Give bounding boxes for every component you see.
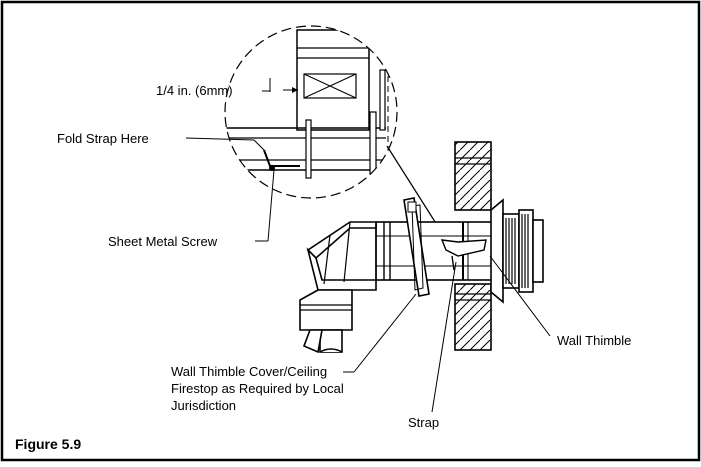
sheet-metal-screw-label: Sheet Metal Screw — [108, 234, 218, 249]
detail-view — [224, 25, 398, 199]
wall-thimble-cover-label-line1: Wall Thimble Cover/Ceiling — [171, 364, 327, 379]
detail-circle — [224, 25, 398, 199]
figure-label: Figure 5.9 — [15, 436, 81, 452]
fold-strap-label: Fold Strap Here — [57, 131, 149, 146]
leader-lines — [185, 90, 551, 413]
wall-section-upper — [454, 141, 492, 211]
wall-thimble-label: Wall Thimble — [557, 333, 631, 348]
vent-assembly — [299, 141, 544, 354]
wall-thimble-cover-label-line3: Jurisdiction — [171, 398, 236, 413]
clearance-label: 1/4 in. (6mm) — [156, 83, 233, 98]
wall-section-lower — [454, 283, 492, 351]
lower-pipe — [302, 329, 343, 354]
strap-label: Strap — [408, 415, 439, 430]
wall-thimble-cover-label-line2: Firestop as Required by Local — [171, 381, 344, 396]
vent-elbow — [299, 221, 377, 331]
wall-thimble — [490, 198, 504, 304]
strap-part — [440, 239, 487, 257]
